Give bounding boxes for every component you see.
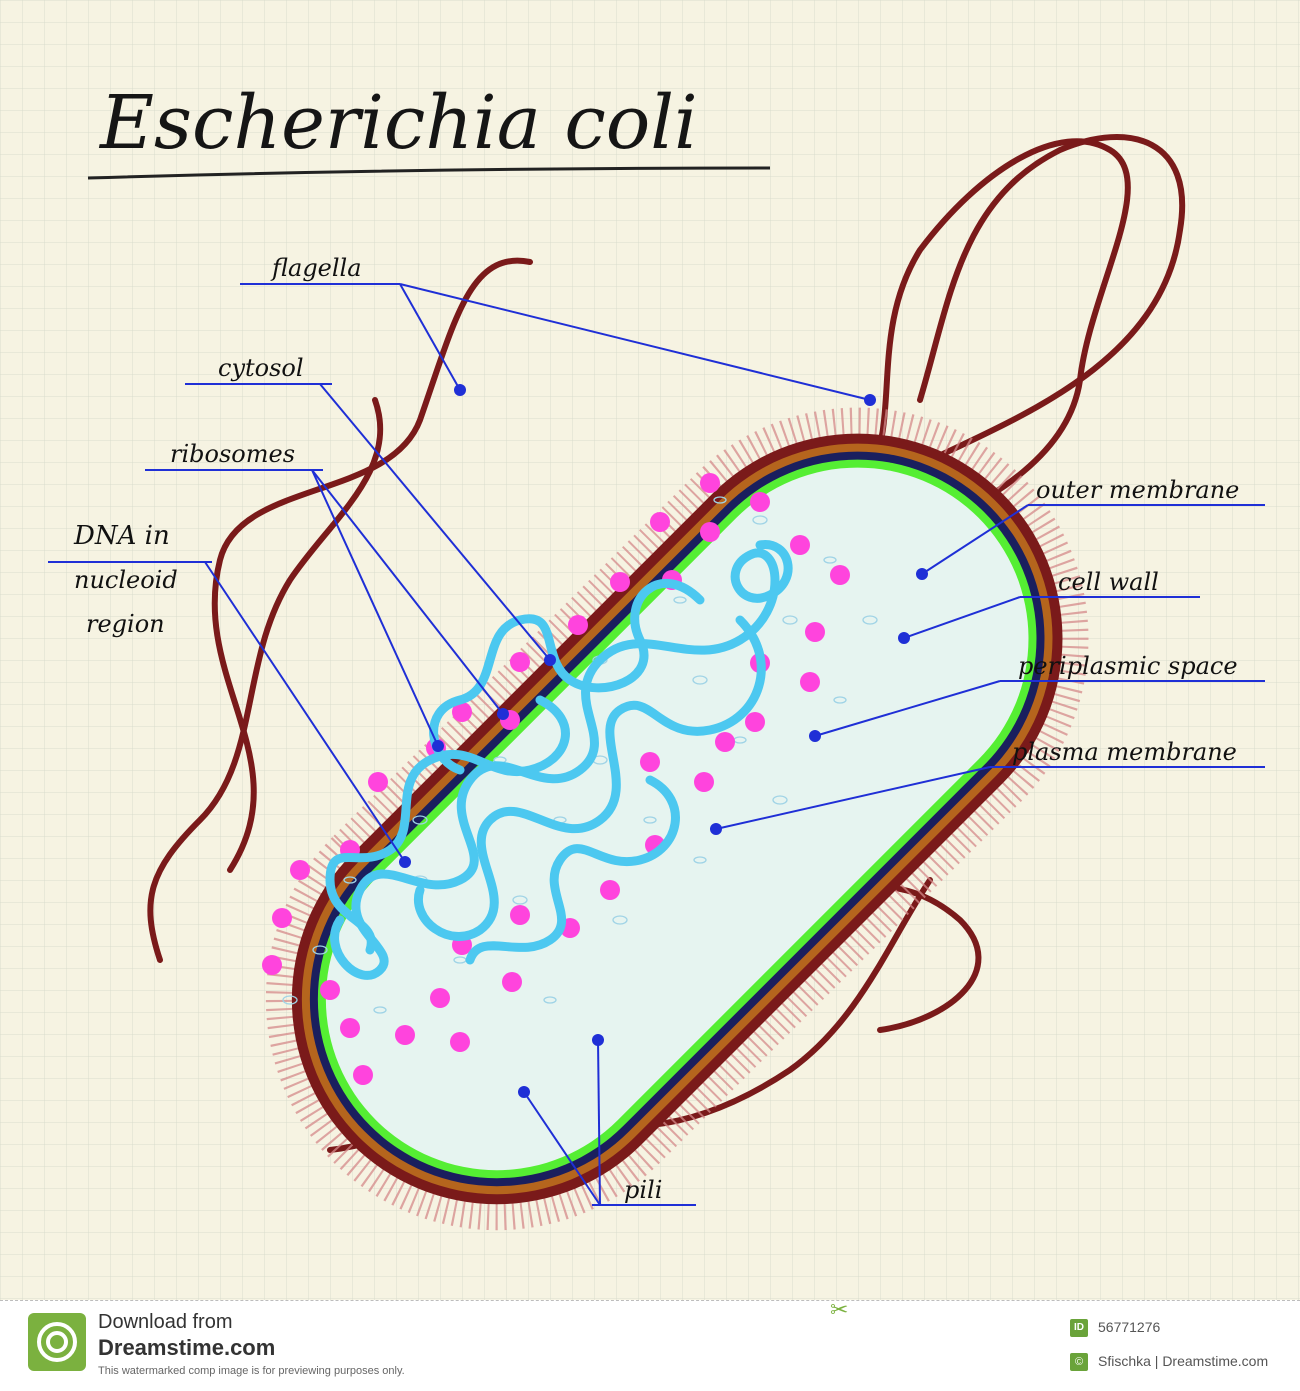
flagellum xyxy=(147,397,384,963)
label-cell-wall: cell wall xyxy=(1058,568,1159,596)
label-plasma-membrane: plasma membrane xyxy=(1012,738,1237,766)
copyright-icon: © xyxy=(1070,1353,1088,1371)
ribosome xyxy=(568,615,588,635)
pili-leader xyxy=(597,1039,601,1206)
ribosome xyxy=(745,712,765,732)
ribosome xyxy=(600,880,620,900)
ribosome xyxy=(750,492,770,512)
site-name[interactable]: Dreamstime.com xyxy=(98,1335,276,1360)
flagella-leader xyxy=(399,283,871,401)
ribosome xyxy=(700,473,720,493)
dna-nucleoid xyxy=(325,540,793,980)
ribosomes-leader xyxy=(311,469,504,715)
ribosome xyxy=(340,1018,360,1038)
ribosome xyxy=(353,1065,373,1085)
title-underline xyxy=(87,166,771,180)
ribosome xyxy=(450,1032,470,1052)
ribosome xyxy=(290,860,310,880)
ribosome xyxy=(272,908,292,928)
ribosome xyxy=(452,702,472,722)
image-id: 56771276 xyxy=(1098,1319,1161,1335)
flagellum xyxy=(877,134,1186,488)
e-coli-diagram: Escherichia coli xyxy=(0,0,1300,1300)
pili-leader xyxy=(523,1091,601,1206)
ribosome xyxy=(830,565,850,585)
watermark-footer: Download from Dreamstime.com This waterm… xyxy=(0,1297,1300,1391)
ribosome xyxy=(368,772,388,792)
outer-membrane-leader xyxy=(921,504,1029,575)
flagellum xyxy=(867,138,1131,543)
ribosome xyxy=(715,732,735,752)
watermark-notice: This watermarked comp image is for previ… xyxy=(98,1365,405,1377)
label-outer-membrane: outer membrane xyxy=(1036,476,1239,504)
ribosome xyxy=(805,622,825,642)
label-dna-line1: DNA in xyxy=(73,521,170,551)
download-text: Download from xyxy=(98,1311,233,1333)
label-flagella: flagella xyxy=(270,254,362,282)
diagram-title: Escherichia coli xyxy=(98,80,698,166)
cytosol-leader xyxy=(319,383,551,661)
label-periplasmic-space: periplasmic space xyxy=(1018,652,1238,680)
leader-dots xyxy=(399,384,928,1098)
ribosome xyxy=(510,652,530,672)
periplasmic-space-leader xyxy=(814,680,1001,737)
dreamstime-logo-icon xyxy=(28,1313,86,1371)
ribosome xyxy=(502,972,522,992)
ribosome xyxy=(262,955,282,975)
label-dna-line2: nucleoid xyxy=(74,566,178,594)
ribosome xyxy=(320,980,340,1000)
label-cytosol: cytosol xyxy=(218,354,304,382)
ribosome xyxy=(610,572,630,592)
image-credit: Sfischka | Dreamstime.com xyxy=(1098,1353,1269,1369)
dna-leader xyxy=(204,561,406,863)
cell-wall-leader xyxy=(903,596,1021,639)
ribosome xyxy=(694,772,714,792)
id-badge: ID xyxy=(1070,1319,1088,1337)
ribosome xyxy=(430,988,450,1008)
scissors-icon: ✂ xyxy=(830,1297,849,1322)
ribosomes-leader xyxy=(311,469,439,747)
diagram-labels: flagella cytosol ribosomes DNA in nucleo… xyxy=(73,254,1239,1204)
plasma-membrane-leader xyxy=(715,766,991,830)
ribosome xyxy=(700,522,720,542)
label-dna-line3: region xyxy=(86,610,165,638)
label-ribosomes: ribosomes xyxy=(170,440,295,468)
flagella-leader xyxy=(399,283,461,391)
label-pili: pili xyxy=(624,1176,662,1204)
ribosome xyxy=(510,905,530,925)
ribosome xyxy=(650,512,670,532)
ribosome xyxy=(395,1025,415,1045)
ribosome xyxy=(790,535,810,555)
ribosome xyxy=(800,672,820,692)
leader-lines xyxy=(48,283,1265,1206)
ribosome xyxy=(640,752,660,772)
